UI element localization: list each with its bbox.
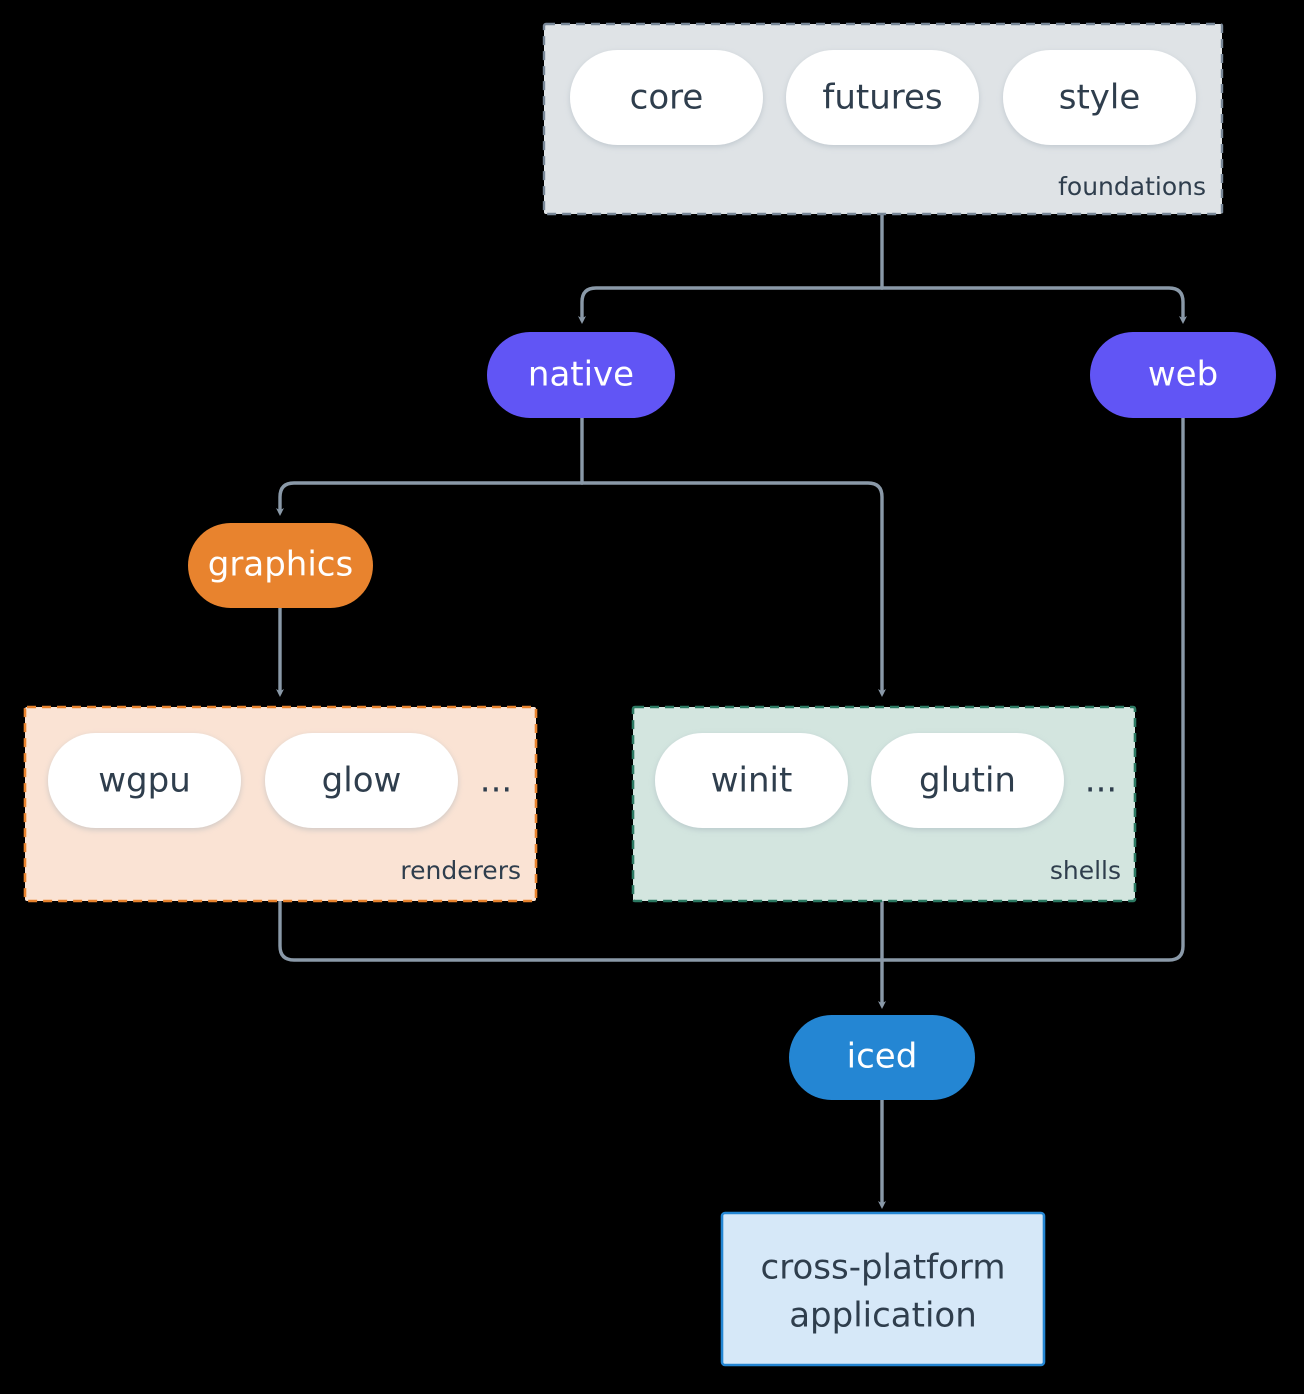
node-native-label: native	[528, 355, 634, 395]
node-web-pill[interactable]	[1090, 332, 1276, 418]
foundations-item-futures-pill[interactable]	[786, 50, 979, 145]
node-iced[interactable]: iced	[789, 1015, 975, 1100]
foundations-item-futures[interactable]: futures	[786, 50, 979, 145]
edge-renderers-to-iced	[278, 899, 884, 962]
edge-web-to-iced	[880, 416, 1185, 962]
node-native[interactable]: native	[487, 332, 675, 418]
shells-item-winit-label: winit	[711, 761, 793, 801]
shells-item-winit-pill[interactable]	[655, 733, 848, 828]
edge-layer	[276, 212, 1187, 1209]
node-iced-pill[interactable]	[789, 1015, 975, 1100]
shells-item-glutin-pill[interactable]	[871, 733, 1064, 828]
group-shells-caption: shells	[1050, 856, 1121, 885]
node-web-label: web	[1148, 355, 1218, 395]
renderers-item-glow-pill[interactable]	[265, 733, 458, 828]
renderers-item-glow-label: glow	[322, 761, 402, 801]
foundations-item-style-label: style	[1059, 78, 1141, 118]
group-renderers-caption: renderers	[400, 856, 521, 885]
node-native-pill[interactable]	[487, 332, 675, 418]
node-application-label-line2: application	[789, 1296, 977, 1336]
shells-item-glutin-label: glutin	[919, 761, 1016, 801]
node-graphics[interactable]: graphics	[188, 523, 373, 608]
foundations-item-futures-label: futures	[822, 78, 942, 118]
edge-foundations-to-native	[578, 286, 884, 324]
edge-native-to-shells	[580, 481, 886, 697]
group-foundations: core futures style foundations	[542, 22, 1224, 216]
foundations-item-core-pill[interactable]	[570, 50, 763, 145]
node-web[interactable]: web	[1090, 332, 1276, 418]
node-iced-label: iced	[847, 1037, 918, 1077]
node-application-box[interactable]	[720, 1211, 1046, 1367]
renderers-item-wgpu-label: wgpu	[98, 761, 191, 801]
shells-item-glutin[interactable]: glutin	[871, 733, 1064, 828]
foundations-item-core[interactable]: core	[570, 50, 763, 145]
edge-foundations-to-web	[880, 286, 1187, 324]
renderers-overflow-ellipsis: ...	[480, 761, 512, 801]
node-graphics-pill[interactable]	[188, 523, 373, 608]
node-application-label-line1: cross-platform	[761, 1248, 1006, 1288]
shells-overflow-ellipsis: ...	[1085, 761, 1117, 801]
renderers-item-wgpu-pill[interactable]	[48, 733, 241, 828]
node-graphics-label: graphics	[208, 545, 353, 585]
edge-native-to-graphics	[276, 481, 584, 516]
node-application[interactable]: cross-platform application	[720, 1211, 1046, 1367]
shells-item-winit[interactable]: winit	[655, 733, 848, 828]
renderers-item-wgpu[interactable]: wgpu	[48, 733, 241, 828]
foundations-item-core-label: core	[630, 78, 704, 118]
group-foundations-caption: foundations	[1058, 172, 1206, 201]
foundations-item-style-pill[interactable]	[1003, 50, 1196, 145]
foundations-item-style[interactable]: style	[1003, 50, 1196, 145]
renderers-item-glow[interactable]: glow	[265, 733, 458, 828]
group-renderers: wgpu glow ... renderers	[23, 705, 538, 903]
group-shells: winit glutin ... shells	[631, 705, 1137, 903]
